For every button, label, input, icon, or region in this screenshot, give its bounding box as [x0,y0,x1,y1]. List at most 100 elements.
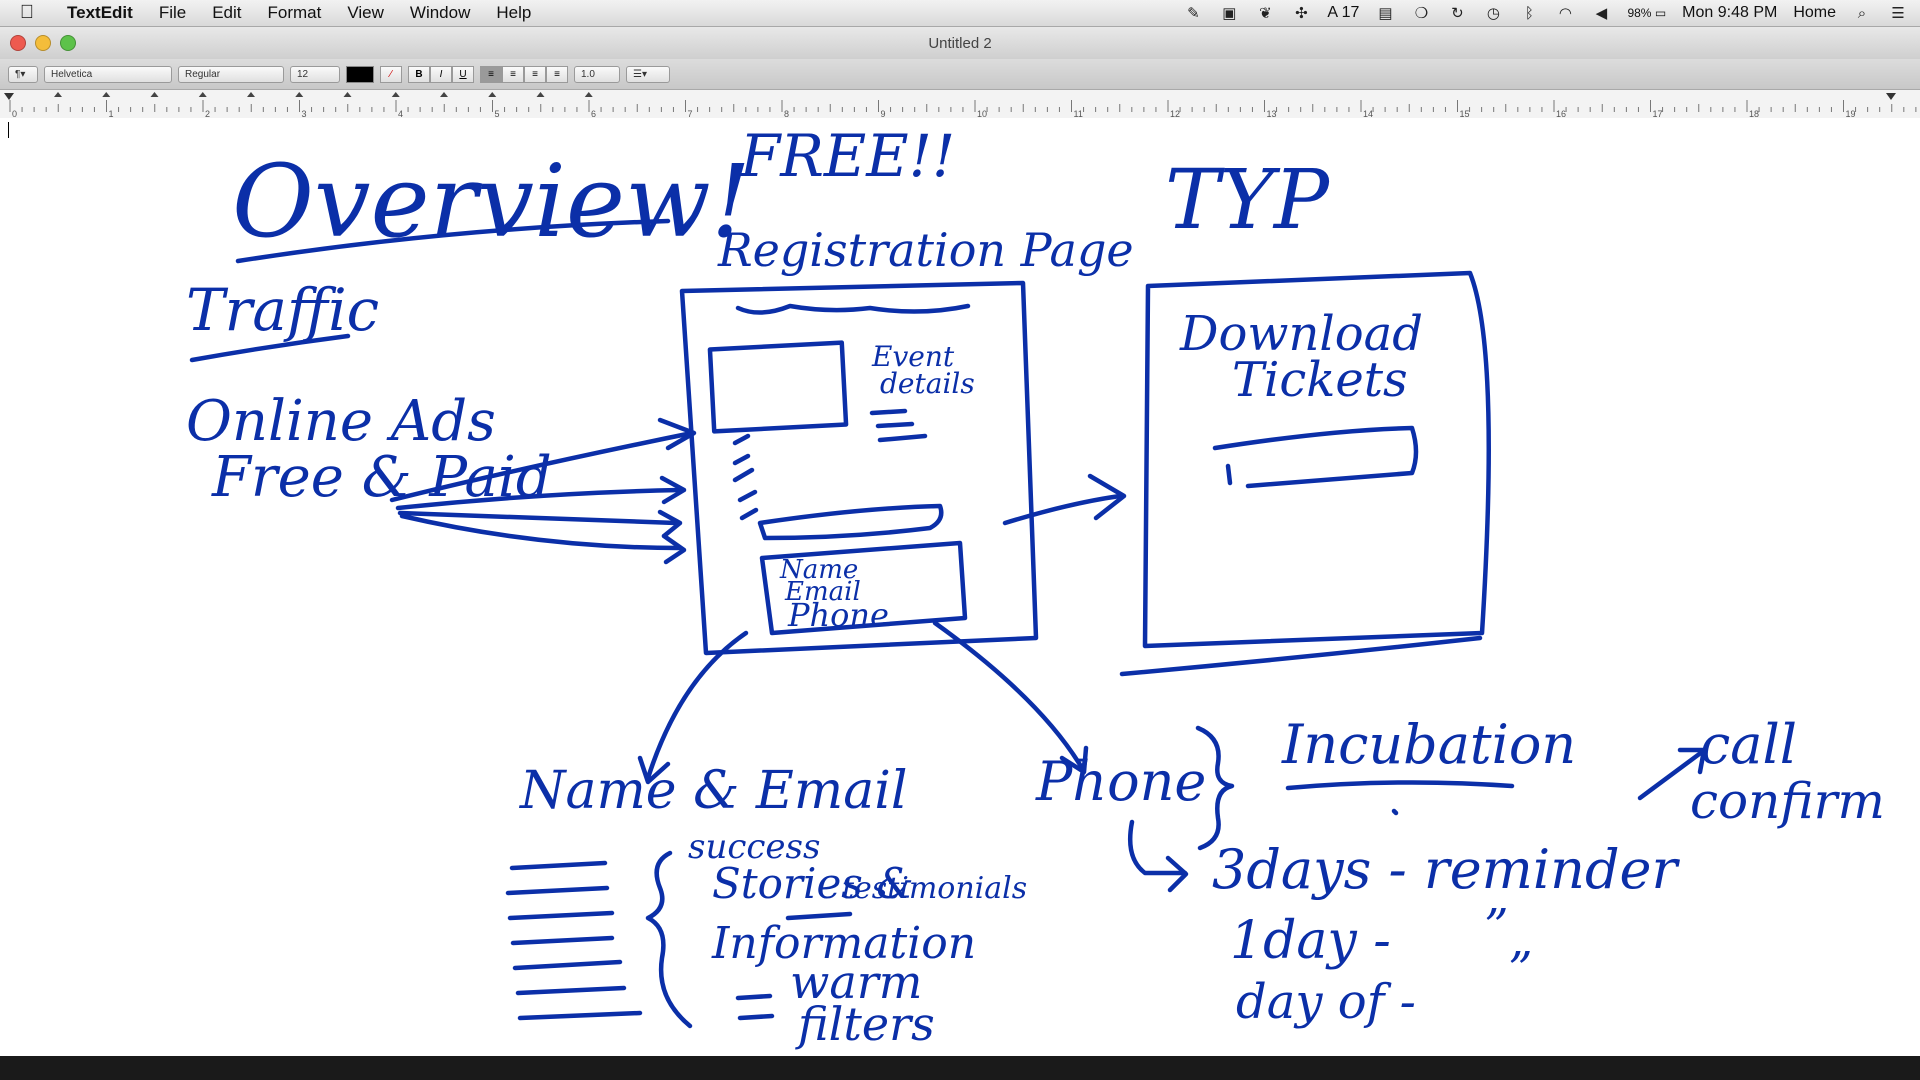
list-bullets-select[interactable]: ☰▾ [626,65,670,83]
registration-page-box [679,280,1039,656]
right-margin-marker[interactable] [1886,93,1896,100]
call-arrow-head [1677,747,1707,775]
camera-icon[interactable]: ▣ [1222,5,1237,22]
ruler-number: 3 [302,109,307,118]
ruler-number: 1 [109,109,114,118]
traffic-label: Traffic [186,276,379,344]
spotlight-search-icon[interactable]: ⌕ [1857,4,1867,22]
tab-stop-marker[interactable] [247,92,255,97]
close-button[interactable] [10,35,26,51]
align-right-button[interactable]: ≡ [524,65,546,83]
adobe-icon: A [1327,4,1338,21]
day-of-ditto: ” [1508,942,1533,998]
name-email-label: Name & Email [518,761,907,821]
tab-stop-marker[interactable] [584,92,593,97]
down-arrow-phone [932,620,1085,771]
tab-stop-marker[interactable] [150,92,159,97]
page-to-typ-arrow [1002,493,1123,526]
down-arrow-name-email [645,630,749,781]
wifi-icon[interactable]: ◠ [1558,5,1572,22]
tab-stop-marker[interactable] [343,92,352,97]
online-ads-label: Online Ads [186,389,496,454]
free-label: FREE!! [739,122,955,190]
menu-help[interactable]: Help [496,3,532,22]
tab-stop-marker[interactable] [536,92,545,97]
menu-format[interactable]: Format [267,3,322,22]
font-family-select[interactable]: Helvetica [44,65,172,83]
notification-center-icon[interactable]: ☰ [1891,5,1905,22]
clock[interactable]: Mon 9:48 PM [1682,4,1778,21]
event-detail-lines [869,408,928,443]
evernote-icon[interactable]: ❦ [1259,5,1272,22]
traffic-arrow-2 [395,487,683,511]
menu-view[interactable]: View [347,3,384,22]
align-center-button[interactable]: ≡ [502,65,524,83]
stories-label: Stories & [712,859,914,908]
minimize-button[interactable] [35,35,51,51]
battery-indicator[interactable]: 98% ▭ [1627,6,1666,20]
document-canvas[interactable]: Overview! FREE!! Registration Page TYP T… [0,118,1920,1053]
italic-button[interactable]: I [430,65,452,83]
align-left-button[interactable]: ≡ [480,65,502,83]
confirm-label: confirm [1690,772,1885,830]
line-spacing-select[interactable]: 1.0 [574,65,620,83]
tab-stop-marker[interactable] [295,92,304,97]
tab-stop-marker[interactable] [198,92,207,97]
page-to-typ-arrow-head [1087,473,1127,521]
menu-edit[interactable]: Edit [212,3,242,22]
ruler-number: 7 [688,109,693,118]
zoom-button[interactable] [60,35,76,51]
bold-button[interactable]: B [408,65,430,83]
adobe-updates-count[interactable]: A 17 [1327,4,1359,22]
title-bar[interactable]: Untitled 2 [0,27,1920,59]
tab-stop-marker[interactable] [54,92,62,97]
registration-page-label: Registration Page [717,223,1134,277]
tab-stop-marker[interactable] [102,92,111,97]
ruler-number: 17 [1653,109,1663,118]
left-margin-marker[interactable] [4,93,14,100]
bluetooth-icon[interactable]: ᛒ [1524,4,1534,22]
ruler-number: 12 [1170,109,1180,118]
tab-stop-marker[interactable] [488,92,497,97]
justify-button[interactable]: ≡ [546,65,568,83]
menu-window[interactable]: Window [409,3,471,22]
incubation-label: Incubation [1281,713,1576,776]
menu-app-name[interactable]: TextEdit [67,3,133,22]
overview-title: Overview! [232,143,751,260]
typeface-select[interactable]: Regular [178,65,284,83]
left-bullet-marks [732,433,759,521]
puzzle-icon[interactable]: ✣ [1295,5,1308,22]
incubation-dot [1391,808,1399,816]
ruler-number: 0 [12,109,17,118]
typ-page-box [1142,270,1491,649]
paragraph-styles-dropdown[interactable]: ¶▾ [8,65,38,83]
sync-icon[interactable]: ↻ [1451,5,1464,22]
form-email-label: Email [784,577,861,607]
opt-in-form-box [759,540,968,636]
apple-icon[interactable]:  [0,2,54,24]
pen-icon[interactable]: ✎ [1187,5,1200,22]
warm-label: warm [790,955,922,1009]
filters-label: filters [795,997,935,1051]
tab-stop-marker[interactable] [391,92,400,97]
ruler-number: 13 [1267,109,1277,118]
ruler-number: 4 [398,109,403,118]
phone-label: Phone [1035,750,1206,813]
highlight-color-well[interactable]: ∕ [380,65,402,83]
sketch-drawing: Overview! FREE!! Registration Page TYP T… [186,122,1885,1051]
time-machine-icon[interactable]: ◷ [1486,5,1500,22]
traffic-arrow-4-head [661,533,687,565]
ruler-number: 9 [881,109,886,118]
window-title: Untitled 2 [928,34,992,52]
menu-file[interactable]: File [158,3,187,22]
font-size-combo[interactable]: 12 [290,65,340,83]
volume-icon[interactable]: ◀ [1595,5,1608,22]
chat-icon[interactable]: ❍ [1414,5,1429,22]
window-icon[interactable]: ▤ [1378,5,1393,22]
tab-stop-marker[interactable] [440,92,448,97]
user-menu[interactable]: Home [1793,4,1836,21]
text-color-well[interactable] [346,65,374,83]
underline-button[interactable]: U [452,65,474,83]
ruler-number: 15 [1460,109,1470,118]
